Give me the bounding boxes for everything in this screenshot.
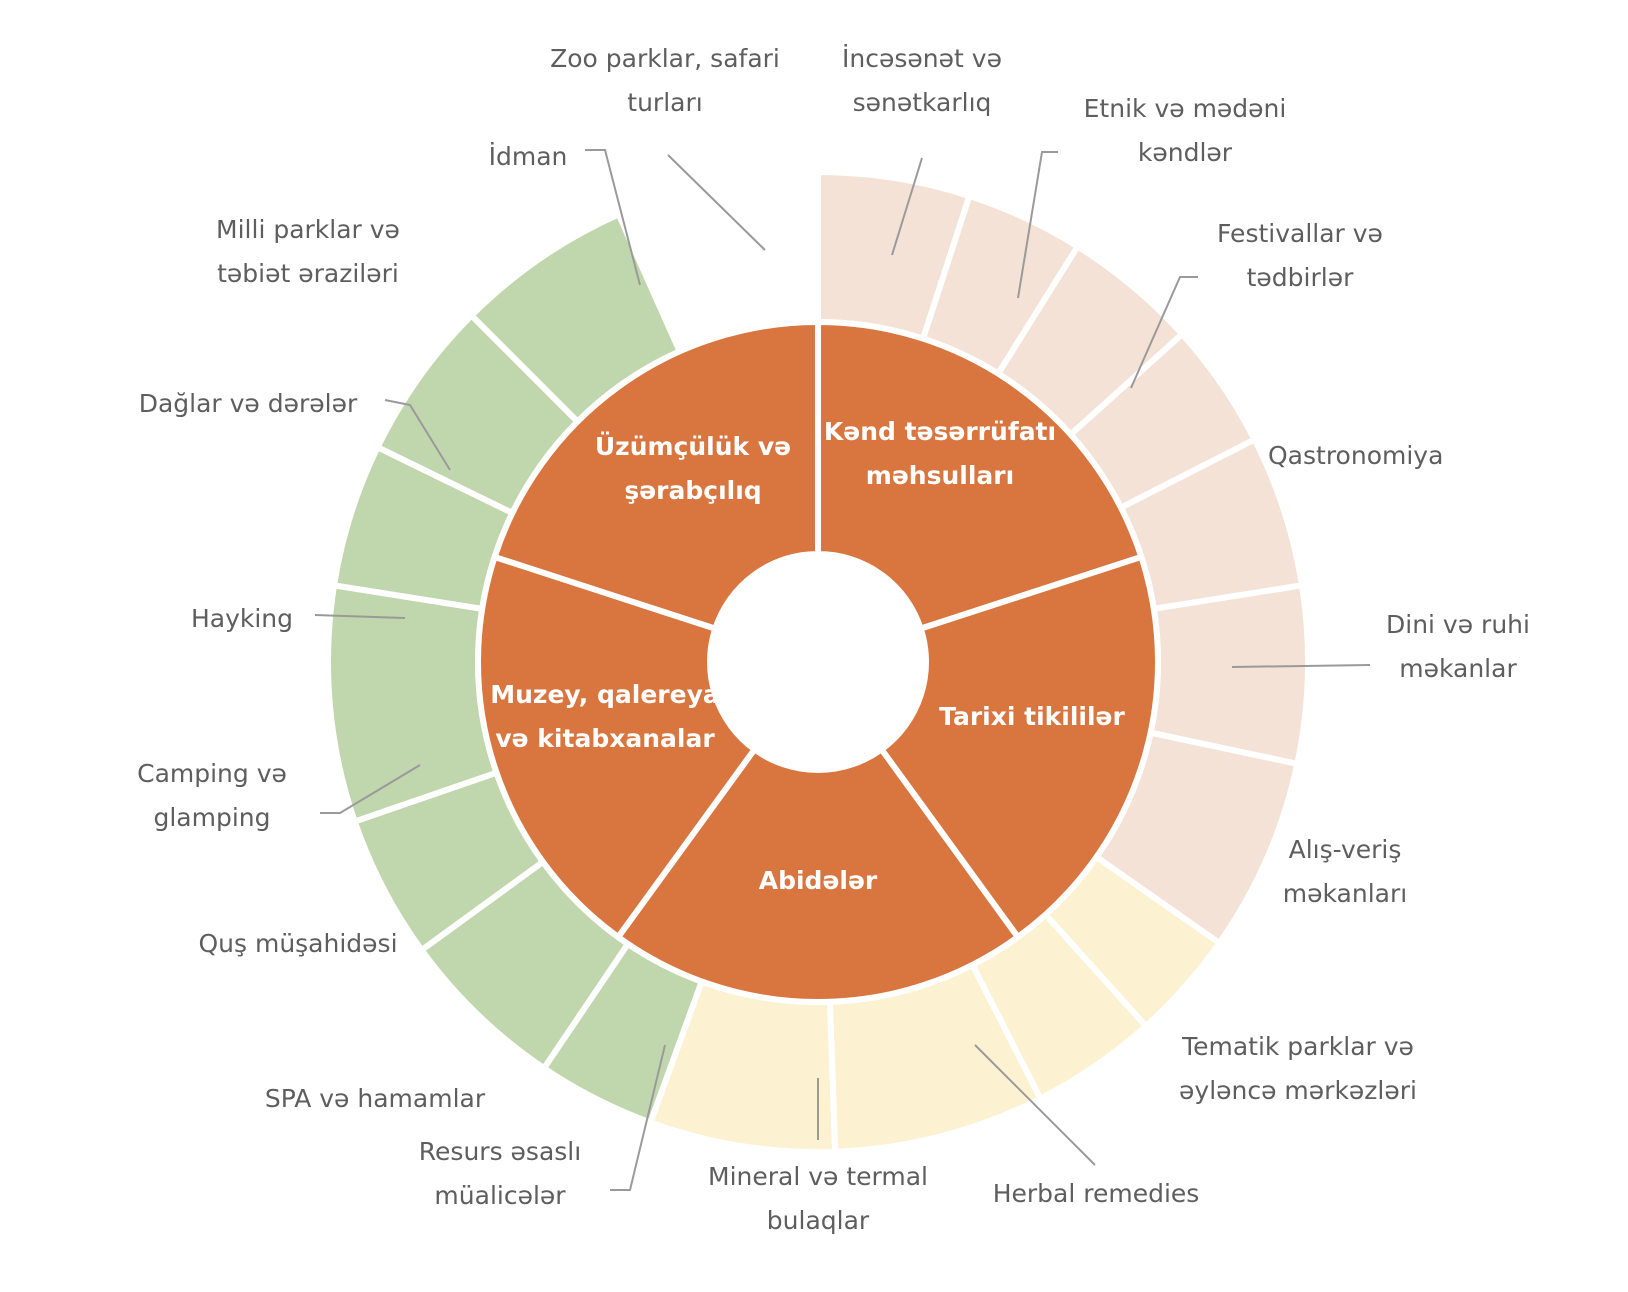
inner-label-uzum: Üzümçülük və şərabçılıq (595, 431, 791, 505)
inner-label-kend-line: məhsulları (866, 461, 1014, 490)
outer-label-idman-line: İdman (489, 142, 568, 171)
outer-label-tematik-line: əyləncə mərkəzləri (1179, 1076, 1417, 1105)
outer-label-incesenet: İncəsənət və sənətkarlıq (842, 44, 1002, 117)
outer-label-camping: Camping və glamping (137, 759, 287, 832)
outer-label-resurs-line: müalicələr (434, 1181, 566, 1210)
outer-label-zoo-line: Zoo parklar, safari (550, 44, 780, 73)
inner-label-abideler-line: Abidələr (759, 866, 878, 895)
outer-label-milli: Milli parklar və təbiət əraziləri (216, 215, 400, 288)
inner-label-kend: Kənd təsərrüfatı məhsulları (824, 417, 1056, 490)
inner-label-abideler: Abidələr (759, 866, 878, 895)
leader-line-herbal (974, 1044, 1096, 1166)
outer-label-qastronomiya-line: Qastronomiya (1268, 441, 1443, 470)
outer-label-tematik-line: Tematik parklar və (1181, 1032, 1414, 1061)
outer-label-herbal-line: Herbal remedies (993, 1179, 1200, 1208)
leader-line-camping (320, 764, 421, 814)
outer-label-resurs-line: Resurs əsaslı (419, 1137, 581, 1166)
outer-label-alisveris: Alış-veriş məkanları (1283, 835, 1407, 908)
leader-line-resurs (610, 1044, 666, 1191)
outer-label-incesenet-line: İncəsənət və (842, 44, 1002, 73)
outer-label-zoo-line: turları (627, 88, 702, 117)
outer-label-festival-line: tədbirlər (1247, 263, 1354, 292)
inner-label-tarixi-line: Tarixi tikililər (939, 702, 1125, 731)
outer-label-etnik-line: Etnik və mədəni (1084, 94, 1287, 123)
leader-line-idman (585, 149, 641, 286)
leader-line-zoo (667, 154, 766, 251)
leader-line-hayking (314, 614, 406, 619)
outer-label-festival: Festivallar və tədbirlər (1217, 219, 1383, 292)
leader-line-dini (1231, 664, 1371, 668)
outer-label-daglar: Dağlar və dərələr (139, 389, 358, 418)
outer-label-daglar-line: Dağlar və dərələr (139, 389, 358, 418)
leader-line-festival (1130, 276, 1198, 389)
inner-label-muzey-line: Muzey, qalereya (490, 680, 719, 709)
outer-label-idman: İdman (489, 142, 568, 171)
outer-label-alisveris-line: məkanları (1283, 879, 1407, 908)
outer-label-dini-line: məkanlar (1399, 654, 1517, 683)
inner-label-uzum-line: şərabçılıq (624, 476, 761, 505)
outer-label-qastronomiya: Qastronomiya (1268, 441, 1443, 470)
outer-label-spa-line: SPA və hamamlar (265, 1084, 486, 1113)
outer-label-mineral: Mineral və termal bulaqlar (708, 1162, 928, 1235)
leader-line-daglar (384, 399, 451, 471)
outer-label-incesenet-line: sənətkarlıq (853, 88, 992, 117)
outer-label-hayking-line: Hayking (191, 604, 293, 633)
outer-label-etnik: Etnik və mədəni kəndlər (1084, 94, 1287, 167)
outer-label-milli-line: Milli parklar və (216, 215, 400, 244)
outer-label-qus: Quş müşahidəsi (198, 929, 397, 958)
inner-label-uzum-line: Üzümçülük və (595, 431, 791, 461)
outer-label-herbal: Herbal remedies (993, 1179, 1200, 1208)
outer-label-camping-line: Camping və (137, 759, 287, 788)
outer-label-qus-line: Quş müşahidəsi (198, 929, 397, 958)
outer-label-alisveris-line: Alış-veriş (1289, 835, 1402, 864)
outer-label-milli-line: təbiət əraziləri (217, 259, 399, 288)
outer-label-mineral-line: Mineral və termal (708, 1162, 928, 1191)
outer-label-mineral-line: bulaqlar (767, 1206, 870, 1235)
leader-lines (314, 149, 1371, 1191)
outer-label-hayking: Hayking (191, 604, 293, 633)
outer-label-tematik: Tematik parklar və əyləncə mərkəzləri (1179, 1032, 1417, 1105)
inner-label-muzey: Muzey, qalereya və kitabxanalar (490, 680, 719, 753)
outer-label-zoo: Zoo parklar, safari turları (550, 44, 780, 117)
leader-line-incesenet (891, 157, 923, 256)
inner-label-tarixi: Tarixi tikililər (939, 702, 1125, 731)
outer-label-etnik-line: kəndlər (1138, 138, 1233, 167)
outer-label-festival-line: Festivallar və (1217, 219, 1383, 248)
outer-label-dini-line: Dini və ruhi (1386, 610, 1530, 639)
outer-labels: İncəsənət və sənətkarlıq Etnik və mədəni kə… (137, 44, 1530, 1235)
center-hole (710, 554, 926, 770)
inner-label-muzey-line: və kitabxanalar (495, 724, 715, 753)
outer-label-camping-line: glamping (153, 803, 270, 832)
inner-label-kend-line: Kənd təsərrüfatı (824, 417, 1056, 446)
outer-label-dini: Dini və ruhi məkanlar (1386, 610, 1530, 683)
leader-line-etnik (1017, 151, 1058, 299)
outer-label-resurs: Resurs əsaslı müalicələr (419, 1137, 581, 1210)
outer-label-spa: SPA və hamamlar (265, 1084, 486, 1113)
outer-ring (325, 168, 1311, 1155)
